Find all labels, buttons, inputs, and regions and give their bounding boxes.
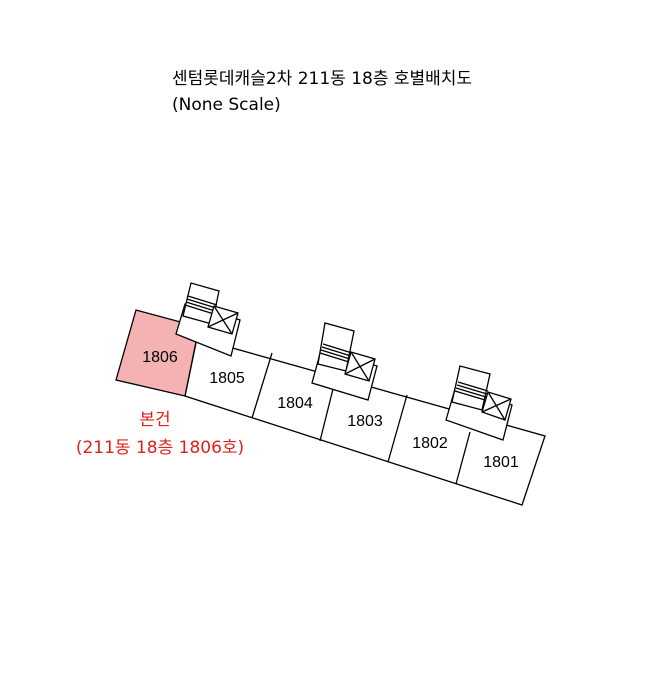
unit-label-1802[interactable]: 1802 [412,435,448,452]
unit-label-1806[interactable]: 1806 [142,349,178,366]
subject-detail: (211동 18층 1806호) [75,438,245,458]
stair-core-3 [445,365,513,441]
divider-1804-1803 [319,384,335,442]
stair-core-2 [311,322,378,401]
divider-1802-1801 [455,431,471,485]
unit-label-1803[interactable]: 1803 [347,413,383,430]
divider-1803-1802 [387,394,408,463]
title-block: 센텀롯데캐슬2차 211동 18층 호별배치도 (None Scale) [172,66,472,118]
unit-label-1801[interactable]: 1801 [483,454,519,471]
subject-title: 본건 [139,410,171,430]
page-title: 센텀롯데캐슬2차 211동 18층 호별배치도 [172,69,473,89]
subject-note: 본건 (211동 18층 1806호) [60,406,260,462]
divider-1805-1804 [251,352,273,419]
scale-note: (None Scale) [172,95,281,115]
stair-core-1 [175,282,241,357]
unit-label-1804[interactable]: 1804 [277,395,313,412]
unit-label-1805[interactable]: 1805 [209,370,245,387]
